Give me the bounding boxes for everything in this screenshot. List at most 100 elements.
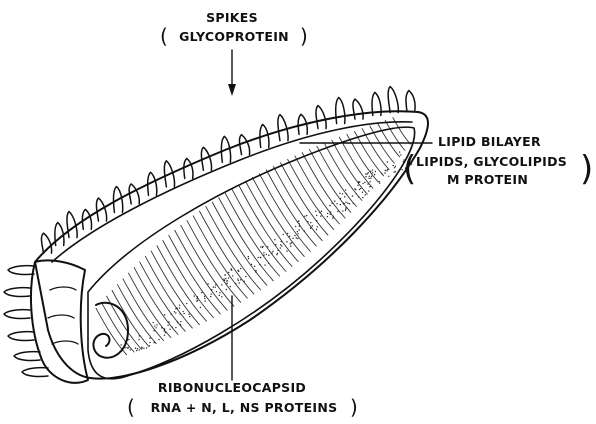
shading-dot	[248, 258, 249, 259]
helix-turn	[101, 302, 134, 352]
shading-dot	[362, 183, 363, 184]
shading-dot	[258, 257, 259, 258]
shading-dot	[269, 251, 270, 252]
shading-dot	[228, 272, 229, 273]
shading-dot	[345, 207, 346, 208]
shading-dot	[211, 289, 212, 290]
shading-dot	[263, 252, 264, 253]
shading-dot	[276, 254, 277, 255]
shading-dot	[149, 345, 150, 346]
shading-dot	[226, 289, 227, 290]
shading-dot	[395, 166, 396, 167]
helix-turn	[385, 120, 405, 150]
shading-dot	[329, 205, 330, 206]
helix-turn	[169, 235, 221, 314]
shading-dot	[196, 300, 197, 301]
shading-dot	[347, 203, 348, 204]
shading-dot	[267, 246, 268, 247]
helix-turn	[187, 221, 241, 303]
lipid-bilayer-name: LIPID BILAYER	[438, 134, 541, 149]
shading-dot	[175, 327, 176, 328]
spike	[14, 352, 40, 361]
spike	[8, 332, 34, 341]
lipid-bilayer-detail-1: LIPIDS, GLYCOLIPIDS	[416, 154, 567, 169]
helix-turn	[181, 225, 234, 306]
shading-dot	[179, 307, 180, 308]
helix-coil-lines	[96, 118, 412, 355]
shading-dot	[290, 246, 291, 247]
shading-dot	[400, 154, 401, 155]
spike	[406, 91, 415, 111]
spike	[353, 99, 363, 119]
shading-dot	[379, 182, 380, 183]
glycoprotein-spikes	[4, 87, 415, 377]
shading-dot	[175, 308, 176, 309]
shading-dot	[165, 332, 166, 333]
shading-dot	[197, 296, 198, 297]
rnp-open-paren: (	[127, 395, 135, 419]
shading-dot	[287, 233, 288, 234]
shading-dot	[266, 254, 267, 255]
shading-dot	[219, 292, 220, 293]
spikes-detail: GLYCOPROTEIN	[179, 29, 289, 44]
shading-dot	[168, 321, 169, 322]
shading-dot	[316, 229, 317, 230]
shading-dot	[332, 217, 333, 218]
shading-dot	[315, 211, 316, 212]
shading-dot	[372, 172, 373, 173]
shading-dot	[368, 190, 369, 191]
shading-dot	[298, 220, 299, 221]
shading-dot	[378, 181, 379, 182]
shading-dot	[210, 296, 211, 297]
ribonucleocapsid-body	[88, 118, 415, 379]
shading-dot	[268, 255, 269, 256]
shading-dot	[329, 214, 330, 215]
shading-dot	[180, 324, 181, 325]
shading-dot	[128, 339, 129, 340]
shading-dot	[370, 171, 371, 172]
shading-dot	[189, 316, 190, 317]
shading-dot	[215, 284, 216, 285]
shading-dot	[225, 278, 226, 279]
shading-dot	[243, 281, 244, 282]
shading-dot	[260, 257, 261, 258]
shading-dot	[161, 327, 162, 328]
shading-dot	[149, 342, 150, 343]
helix-turn	[355, 131, 384, 175]
shading-dot	[216, 291, 217, 292]
shading-dot	[152, 322, 153, 323]
shading-dot	[394, 167, 395, 168]
rnp-close-paren: )	[350, 395, 358, 419]
shading-dot	[171, 326, 172, 327]
shading-dot	[317, 226, 318, 227]
spike	[4, 288, 30, 297]
shading-dot	[344, 196, 345, 197]
shading-dot	[130, 349, 131, 350]
shading-dot	[154, 325, 155, 326]
shading-dot	[371, 176, 372, 177]
shading-dot	[367, 183, 368, 184]
shading-dot	[345, 208, 346, 209]
shading-dot	[221, 296, 222, 297]
shading-dot	[271, 252, 272, 253]
shading-dot	[137, 348, 138, 349]
shading-dot	[158, 339, 159, 340]
shading-dot	[294, 235, 295, 236]
ribonucleocapsid-label: RIBONUCLEOCAPSID ( RNA + N, L, NS PROTEI…	[127, 380, 358, 419]
shading-dot	[175, 312, 176, 313]
spike	[67, 212, 77, 238]
shading-dot	[274, 239, 275, 240]
shading-dot	[146, 347, 147, 348]
shading-dot	[196, 298, 197, 299]
helix-turn	[206, 207, 261, 290]
shading-dot	[319, 212, 320, 213]
shading-dot	[345, 202, 346, 203]
shading-dot	[227, 280, 228, 281]
shading-dot	[248, 256, 249, 257]
shading-dot	[263, 254, 264, 255]
shading-dot	[381, 173, 382, 174]
lipid-bilayer-detail-2: M PROTEIN	[447, 172, 528, 187]
shading-dot	[170, 313, 171, 314]
shading-dot	[219, 295, 220, 296]
helix-turn	[163, 241, 214, 318]
